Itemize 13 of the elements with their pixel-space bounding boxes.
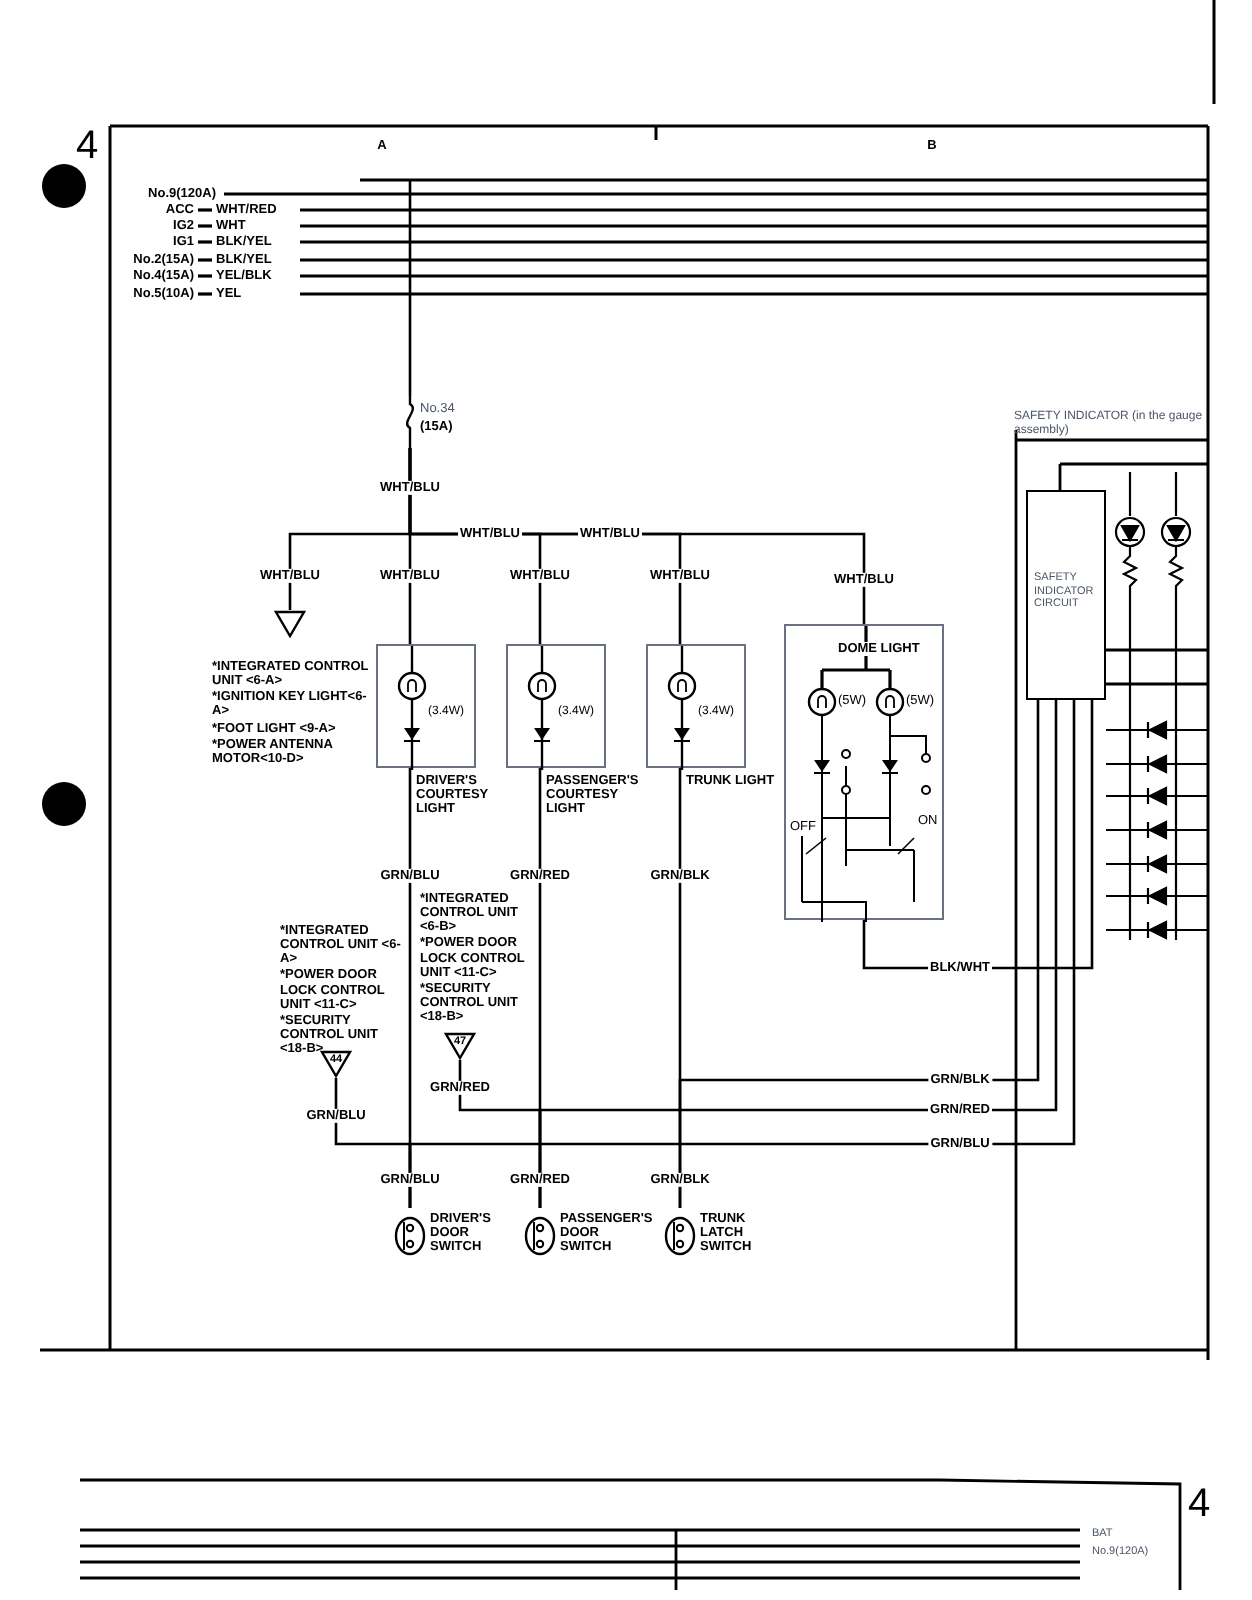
dome-light-box <box>784 624 944 920</box>
wire <box>862 700 1094 970</box>
courtesy-light-box <box>376 644 476 768</box>
wire <box>408 180 412 396</box>
wire <box>538 700 1058 1208</box>
wire <box>408 700 1076 1208</box>
indicator-circuit-box <box>1026 490 1106 700</box>
courtesy-light-box <box>506 644 606 768</box>
page-number: 4 <box>1188 1482 1211 1526</box>
connector-triangle <box>274 610 306 638</box>
courtesy-light-box <box>646 644 746 768</box>
wire <box>678 700 1040 1208</box>
page-number: 4 <box>76 124 99 168</box>
